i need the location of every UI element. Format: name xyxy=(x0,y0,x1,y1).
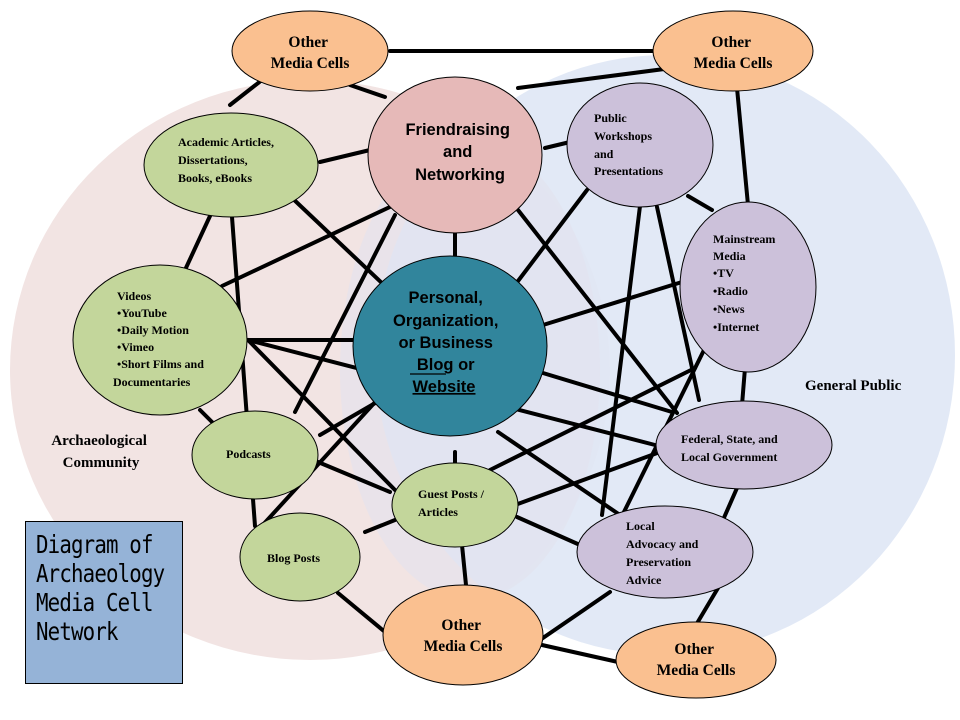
academic-articles-label: Academic Articles, Dissertations, Books,… xyxy=(178,135,277,185)
diagram-title-line: Network xyxy=(36,617,118,646)
edge xyxy=(336,591,387,634)
other-media-cells-top-left-node[interactable] xyxy=(231,10,389,92)
mainstream-media-node[interactable] xyxy=(679,201,817,373)
edge xyxy=(721,486,739,522)
other-media-cells-bottom-right-label: Other Media Cells xyxy=(657,641,736,679)
edge xyxy=(183,214,212,272)
archaeological-community-label: Archaeological Community xyxy=(51,433,150,471)
diagram-title-box: Diagram of Archaeology Media Cell Networ… xyxy=(25,521,183,684)
edge xyxy=(513,188,589,287)
local-advocacy-node[interactable] xyxy=(576,505,754,599)
blog-posts-label: Blog Posts xyxy=(267,551,320,565)
other-media-cells-bottom-right-node[interactable] xyxy=(615,621,777,699)
blog-website-node[interactable] xyxy=(352,255,548,437)
other-media-cells-top-right-node[interactable] xyxy=(652,10,814,92)
edge xyxy=(735,86,750,207)
other-media-cells-top-left-label: Other Media Cells xyxy=(271,34,350,72)
edge xyxy=(538,590,612,642)
edge xyxy=(516,66,674,90)
edge xyxy=(513,450,662,507)
edge xyxy=(540,643,620,664)
friendraising-label: Friendraising and Networking xyxy=(405,121,514,184)
edge xyxy=(488,366,697,472)
academic-articles-node[interactable] xyxy=(143,112,319,218)
videos-node[interactable] xyxy=(72,264,248,416)
edge xyxy=(198,408,214,424)
edge xyxy=(220,204,394,288)
diagram-title-line: Archaeology xyxy=(36,559,165,588)
public-workshops-node[interactable] xyxy=(566,82,714,208)
edge xyxy=(318,148,372,164)
diagram-title-line: Media Cell xyxy=(36,588,153,617)
videos-label: Videos •YouTube •Daily Motion •Vimeo •Sh… xyxy=(113,289,207,389)
mainstream-media-label: Mainstream Media •TV •Radio •News •Inter… xyxy=(713,232,778,334)
podcasts-node[interactable] xyxy=(191,410,319,500)
podcasts-label: Podcasts xyxy=(226,447,271,461)
edge xyxy=(543,140,572,150)
local-advocacy-label: Local Advocacy and Preservation Advice xyxy=(626,519,701,587)
edge xyxy=(496,430,622,517)
edge xyxy=(293,213,397,414)
connections xyxy=(183,49,750,664)
other-media-cells-top-right-label: Other Media Cells xyxy=(694,34,773,72)
edge xyxy=(246,338,397,492)
edge xyxy=(740,366,747,407)
edge xyxy=(228,78,264,107)
government-label: Federal, State, and Local Government xyxy=(681,432,781,464)
blog-website-label: Personal, Organization, or Business Blog… xyxy=(393,289,503,396)
edge xyxy=(316,460,392,494)
other-media-cells-bottom-center-node[interactable] xyxy=(382,584,544,686)
edge xyxy=(288,194,387,288)
edge xyxy=(460,543,468,587)
government-node[interactable] xyxy=(655,400,833,490)
edge xyxy=(541,280,684,327)
guest-posts-label: Guest Posts / Articles xyxy=(418,487,487,519)
edge xyxy=(531,368,674,414)
general-public-label: General Public xyxy=(805,378,902,394)
diagram-title-line: Diagram of xyxy=(36,530,153,559)
other-media-cells-bottom-center-label: Other Media Cells xyxy=(424,617,503,655)
edge xyxy=(600,204,642,517)
edge xyxy=(363,518,397,534)
guest-posts-node[interactable] xyxy=(391,462,519,548)
public-workshops-label: Public Workshops and Presentations xyxy=(594,111,663,178)
edge xyxy=(694,586,720,627)
friendraising-node[interactable] xyxy=(367,76,543,234)
edge xyxy=(515,515,582,547)
blog-posts-node[interactable] xyxy=(239,512,361,602)
edge xyxy=(348,83,387,99)
edge xyxy=(686,194,714,212)
